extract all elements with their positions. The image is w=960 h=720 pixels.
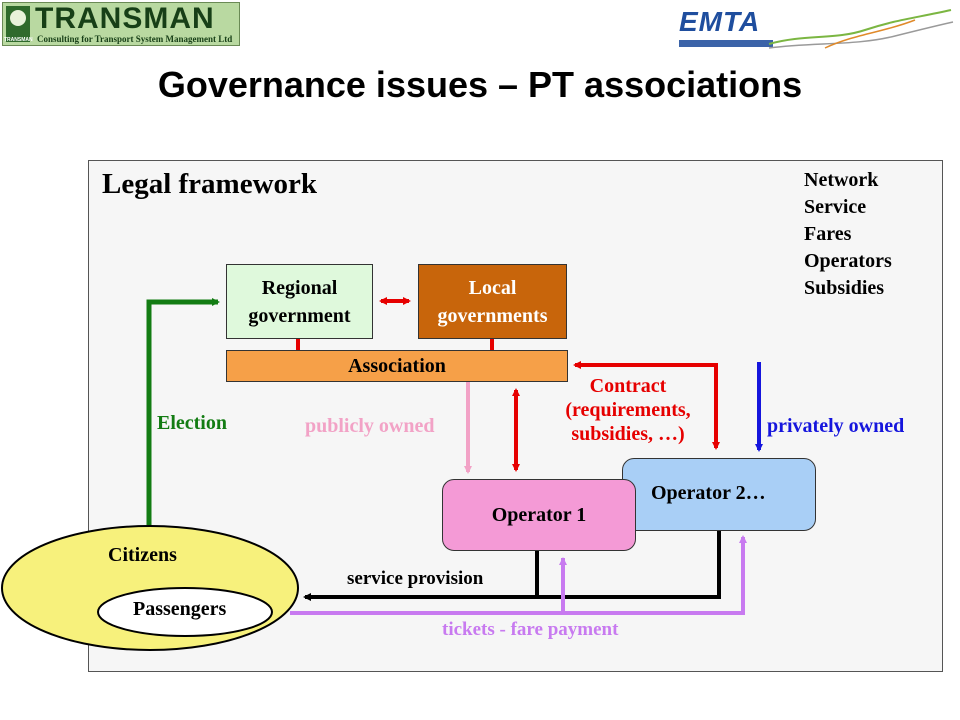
publicly-owned-label: publicly owned bbox=[305, 415, 435, 437]
association-label: Association bbox=[348, 355, 446, 377]
regional-line2: government bbox=[248, 304, 351, 327]
transman-logo: TRANSMAN TRANSMAN Consulting for Transpo… bbox=[2, 2, 240, 46]
privately-owned-label: privately owned bbox=[767, 415, 905, 437]
topic-item: Subsidies bbox=[804, 277, 885, 299]
election-label: Election bbox=[157, 412, 227, 434]
frame-title: Legal framework bbox=[102, 168, 318, 200]
regional-government-box: Regional government bbox=[226, 264, 373, 339]
topic-item: Network bbox=[804, 169, 879, 191]
contract-label: Contract (requirements, subsidies, …) bbox=[553, 374, 703, 446]
topic-item: Operators bbox=[804, 250, 892, 272]
transman-emblem-icon bbox=[6, 6, 30, 42]
transman-brand: TRANSMAN bbox=[35, 2, 215, 35]
local-line2: governments bbox=[437, 304, 548, 327]
topic-item: Service bbox=[804, 196, 867, 218]
emta-swoosh-icon bbox=[768, 9, 954, 49]
operator-2-label: Operator 2… bbox=[651, 482, 766, 504]
topics-list: Network Service Fares Operators Subsidie… bbox=[804, 167, 892, 302]
local-governments-box: Local governments bbox=[418, 264, 567, 339]
operator-1-label: Operator 1 bbox=[491, 504, 587, 526]
service-provision-label: service provision bbox=[347, 568, 484, 589]
regional-line1: Regional bbox=[261, 276, 338, 299]
page-title: Governance issues – PT associations bbox=[157, 64, 803, 105]
emta-subtitle-bar bbox=[679, 40, 773, 47]
association-box: Association bbox=[226, 350, 568, 382]
contract-line1: Contract bbox=[589, 375, 667, 397]
election-arrow bbox=[146, 298, 220, 525]
tickets-label: tickets - fare payment bbox=[442, 619, 619, 640]
emta-logo: EMTA bbox=[675, 2, 957, 50]
transman-emblem-caption: TRANSMAN bbox=[4, 37, 33, 43]
passengers-label: Passengers bbox=[133, 598, 227, 620]
emta-brand: EMTA bbox=[679, 6, 761, 37]
local-line1: Local bbox=[468, 276, 517, 299]
passengers-ellipse bbox=[97, 587, 273, 637]
citizens-label: Citizens bbox=[108, 544, 177, 566]
operator-1-box: Operator 1 bbox=[442, 479, 636, 551]
contract-arrow bbox=[573, 361, 720, 450]
contract-line2: (requirements, bbox=[565, 399, 691, 421]
operator-2-box: Operator 2… bbox=[622, 458, 816, 531]
contract-line3: subsidies, …) bbox=[571, 423, 685, 445]
service-provision-line bbox=[305, 528, 721, 597]
topic-item: Fares bbox=[804, 223, 852, 245]
transman-tagline: Consulting for Transport System Manageme… bbox=[37, 34, 233, 44]
